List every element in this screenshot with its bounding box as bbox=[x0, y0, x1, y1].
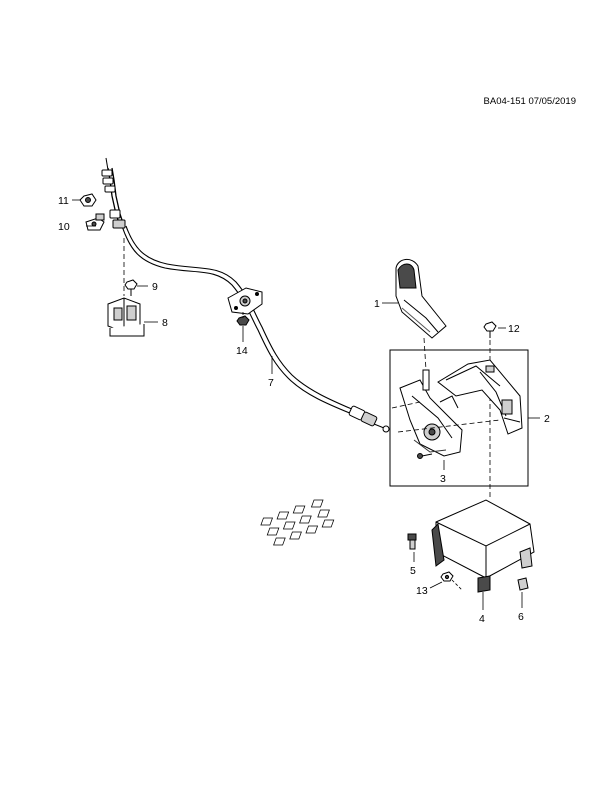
cable-end-fitting-top bbox=[101, 157, 126, 229]
clip-10[interactable] bbox=[85, 213, 105, 231]
nut-11[interactable] bbox=[79, 193, 97, 207]
nut-14[interactable] bbox=[236, 315, 250, 326]
callout-7: 7 bbox=[268, 377, 274, 389]
clip-6[interactable] bbox=[517, 577, 529, 591]
callout-1: 1 bbox=[374, 298, 380, 310]
shifter-housing-2[interactable] bbox=[437, 359, 523, 435]
callout-4: 4 bbox=[479, 613, 485, 625]
shift-cable[interactable] bbox=[107, 167, 355, 415]
cable-end-fitting-shifter bbox=[348, 405, 390, 433]
shift-knob-1[interactable] bbox=[395, 259, 447, 339]
screw-5[interactable] bbox=[407, 533, 417, 550]
callout-3: 3 bbox=[440, 473, 446, 485]
leader-lines bbox=[72, 199, 540, 610]
drawing-id: BA04-151 07/05/2019 bbox=[483, 96, 576, 107]
callout-2: 2 bbox=[544, 413, 550, 425]
callout-6: 6 bbox=[518, 611, 524, 623]
bolt-9[interactable] bbox=[124, 279, 138, 296]
cable-bracket-mid bbox=[227, 287, 263, 315]
callout-5: 5 bbox=[410, 565, 416, 577]
nut-13[interactable] bbox=[440, 571, 454, 582]
shifter-mechanism-3[interactable] bbox=[399, 369, 463, 457]
screw-3 bbox=[417, 453, 433, 459]
callout-10: 10 bbox=[58, 221, 70, 233]
callout-14: 14 bbox=[236, 345, 248, 357]
bracket-8[interactable] bbox=[107, 297, 145, 337]
callout-13: 13 bbox=[416, 585, 428, 597]
callout-11: 11 bbox=[58, 195, 69, 207]
callout-8: 8 bbox=[162, 317, 168, 329]
callout-labels: 1 2 3 4 5 6 7 8 9 10 11 12 13 14 bbox=[58, 195, 550, 625]
callout-9: 9 bbox=[152, 281, 158, 293]
base-bracket-4[interactable] bbox=[260, 499, 535, 593]
callout-12: 12 bbox=[508, 323, 520, 335]
bolt-12[interactable] bbox=[483, 321, 497, 338]
